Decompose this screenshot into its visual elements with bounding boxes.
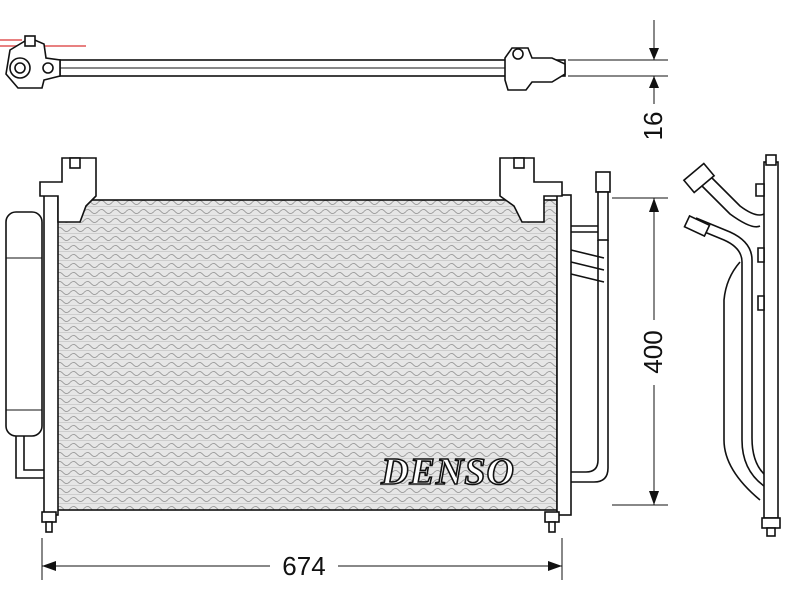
width-dimension-line bbox=[41, 538, 563, 580]
thickness-dimension: 16 bbox=[638, 112, 668, 141]
right-tank bbox=[556, 194, 572, 516]
condenser-core bbox=[56, 199, 558, 511]
height-dimension-line bbox=[612, 197, 668, 506]
front-view bbox=[5, 157, 611, 533]
side-tank bbox=[763, 161, 779, 519]
top-view bbox=[0, 20, 668, 104]
receiver-drier bbox=[5, 211, 43, 437]
brand-logo: DENSO bbox=[380, 451, 515, 493]
width-dimension: 674 bbox=[282, 551, 325, 581]
bracket-top-left bbox=[39, 157, 97, 223]
left-tank bbox=[43, 194, 59, 516]
side-view bbox=[682, 154, 781, 537]
bracket-top-right bbox=[499, 157, 563, 223]
height-dimension: 400 bbox=[638, 330, 668, 373]
